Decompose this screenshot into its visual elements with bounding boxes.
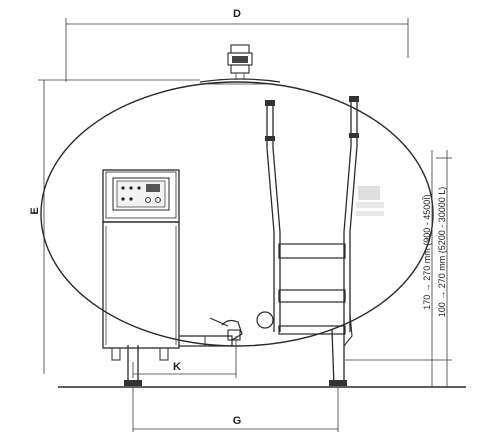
control-panel-icon [102, 169, 180, 361]
agitator-motor-icon [227, 44, 253, 80]
dimension-e: E [29, 79, 200, 374]
tank-legs [124, 313, 353, 387]
outlet-valve-icon [179, 317, 243, 347]
label-e: E [29, 207, 41, 214]
watermark-logo [356, 186, 384, 216]
label-d: D [233, 8, 241, 20]
label-g: G [233, 415, 242, 427]
label-k: K [173, 361, 181, 373]
dimension-k: K [132, 336, 237, 378]
leg-adjustment-large: 100 → 270 mm (5200 - 30000 L) [437, 187, 447, 318]
leg-adjustment-dimension: 170 → 270 mm (900 - 4500Ī) 100 → 270 mm … [345, 150, 452, 387]
ladder-icon [265, 96, 359, 335]
tank-body [40, 78, 434, 347]
dimension-g: G [132, 388, 339, 432]
leg-adjustment-small: 170 → 270 mm (900 - 4500Ī) [422, 194, 432, 310]
manhole-icon [256, 311, 274, 329]
dimension-d: D [65, 8, 409, 82]
